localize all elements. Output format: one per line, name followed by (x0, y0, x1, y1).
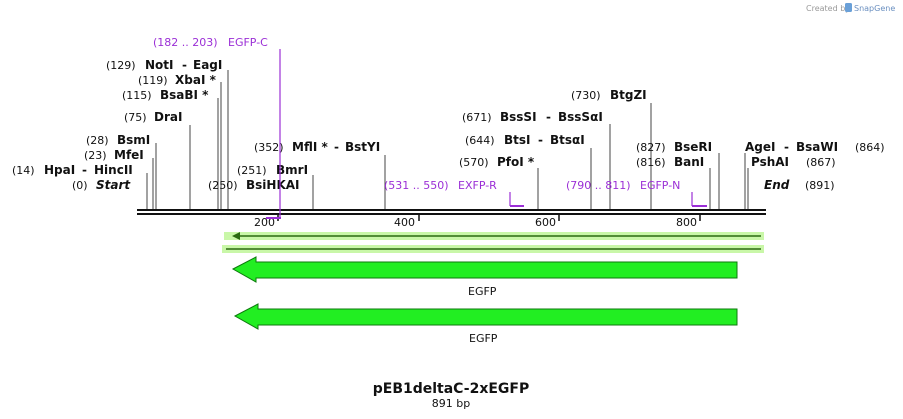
site-name-hpai: HpaI (44, 163, 75, 177)
site-pos-pshai: (867) (806, 156, 836, 169)
ruler: 200 400 600 800 (254, 215, 701, 229)
orf-arrow-1[interactable] (224, 232, 764, 240)
site-pos-agei: (864) (855, 141, 885, 154)
ruler-tick-400: 400 (394, 216, 415, 229)
site-name-pshai: PshAI (751, 155, 789, 169)
site-pos-bsihkai: (250) (208, 179, 238, 192)
site-name-eagi: EagI (193, 58, 222, 72)
site-pos-xbai: (119) (138, 74, 168, 87)
site-name-bmri: BmrI (276, 163, 308, 177)
site-lines (146, 70, 749, 209)
ruler-tick-800: 800 (676, 216, 697, 229)
primer-exfp-r[interactable]: (531 .. 550) EXFP-R (384, 179, 524, 207)
site-name-agei-label: AgeI (745, 140, 775, 154)
credit-text: Created by (806, 4, 850, 13)
site-sep-dash: - (334, 140, 339, 154)
site-name-noti: NotI (145, 58, 174, 72)
site-name-btsi: BtsI (504, 133, 531, 147)
site-name-bstyi: BstYI (345, 140, 380, 154)
site-name-mfli: MflI * (292, 140, 328, 154)
primer-name-exfp-r: EXFP-R (458, 179, 497, 192)
end-position: (891) (805, 179, 835, 192)
ruler-tick-600: 600 (535, 216, 556, 229)
site-pos-bseri: (827) (636, 141, 666, 154)
site-sep-dash: - (538, 133, 543, 147)
site-name-bsawi: BsaWI (796, 140, 838, 154)
primer-egfp-n[interactable]: (790 .. 811) EGFP-N (566, 179, 707, 207)
site-name-bsssi: BssSI (500, 110, 537, 124)
site-name-bani: BanI (674, 155, 704, 169)
site-name-mfei: MfeI (114, 148, 144, 162)
primer-name-egfp-c: EGFP-C (228, 36, 268, 49)
end-label: End (764, 178, 790, 192)
site-name-hincii: HincII (94, 163, 133, 177)
site-pos-mfei: (23) (84, 149, 107, 162)
primer-range-egfp-c: (182 .. 203) (153, 36, 218, 49)
orf-arrow-2[interactable] (222, 245, 764, 253)
site-name-pfoi: PfoI * (497, 155, 535, 169)
feature-arrow-shape (233, 303, 738, 330)
site-name-btsai: BtsαI (550, 133, 585, 147)
site-pos-bsabi: (115) (122, 89, 152, 102)
site-name-drai: DraI (154, 110, 182, 124)
map-length: 891 bp (432, 397, 470, 410)
site-name-bsabi: BsaBI * (160, 88, 209, 102)
feature-egfp-2[interactable]: EGFP (233, 303, 738, 345)
site-pos-bani: (816) (636, 156, 666, 169)
site-pos-bmri: (251) (237, 164, 267, 177)
site-sep-dash: - (546, 110, 551, 124)
site-pos-hpai: (14) (12, 164, 35, 177)
site-pos-bsmi: (28) (86, 134, 109, 147)
feature-arrow-shape (231, 256, 738, 283)
credit-brand: SnapGene (854, 4, 895, 13)
site-pos-pfoi: (570) (459, 156, 489, 169)
site-pos-noti: (129) (106, 59, 136, 72)
site-sep-dash: - (784, 140, 789, 154)
map-title: pEB1deltaC-2xEGFP (373, 381, 530, 397)
site-pos-mfli: (352) (254, 141, 284, 154)
site-pos-bsssi: (671) (462, 111, 492, 124)
site-name-bsmi: BsmI (117, 133, 150, 147)
site-pos-drai: (75) (124, 111, 147, 124)
start-position: (0) (72, 179, 88, 192)
feature-label-egfp-1: EGFP (468, 285, 497, 298)
ruler-tick-200: 200 (254, 216, 275, 229)
site-name-btgzi: BtgZI (610, 88, 647, 102)
primer-range-exfp-r: (531 .. 550) (384, 179, 449, 192)
start-label: Start (96, 178, 131, 192)
site-name-xbai: XbaI * (175, 73, 217, 87)
feature-egfp-1[interactable]: EGFP (231, 256, 738, 298)
site-sep-dash: - (182, 58, 187, 72)
site-name-bsssai: BssSαI (558, 110, 603, 124)
site-sep-dash: - (82, 163, 87, 177)
primer-egfp-c[interactable]: (182 .. 203) EGFP-C (153, 36, 281, 219)
feature-label-egfp-2: EGFP (469, 332, 498, 345)
site-name-bseri: BseRI (674, 140, 712, 154)
primer-range-egfp-n: (790 .. 811) (566, 179, 631, 192)
primer-name-egfp-n: EGFP-N (640, 179, 680, 192)
site-pos-btsi: (644) (465, 134, 495, 147)
site-pos-btgzi: (730) (571, 89, 601, 102)
snapgene-logo-icon (845, 3, 852, 12)
site-name-bsihkai: BsiHKAI (246, 178, 300, 192)
